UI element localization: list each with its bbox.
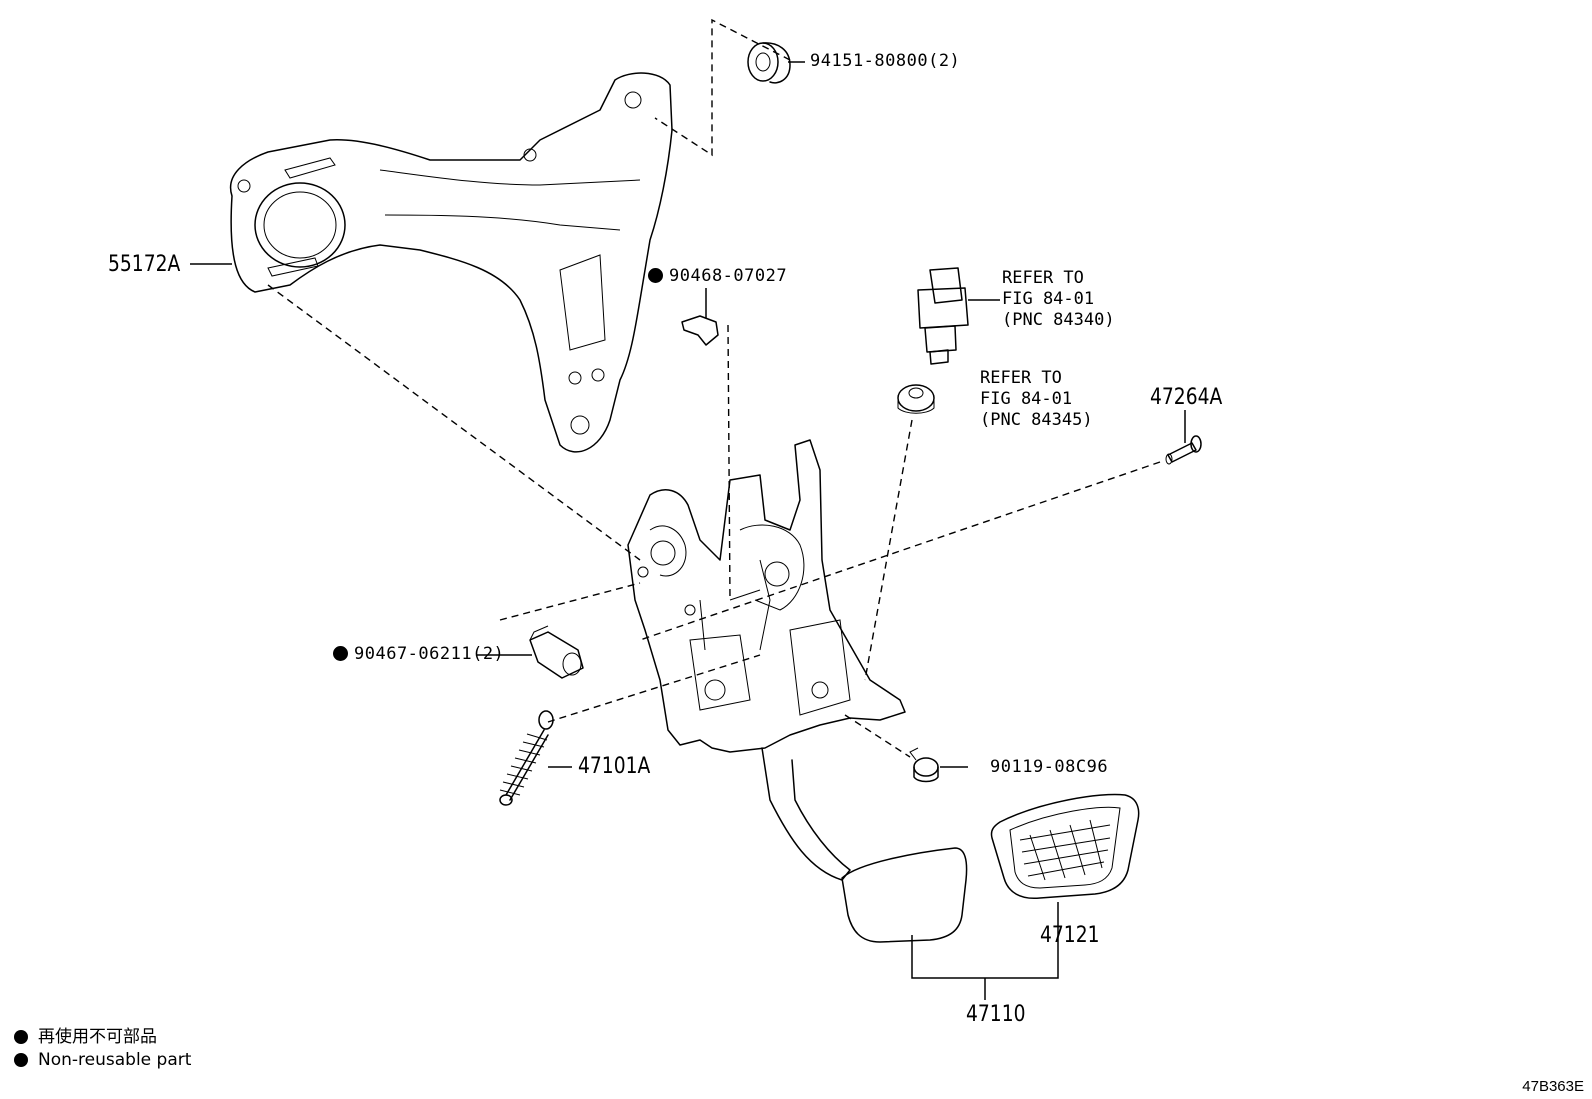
legend-english: Non-reusable part [14, 1050, 191, 1070]
reference-note-switch: REFER TO FIG 84-01 (PNC 84340) [1002, 268, 1115, 330]
part-label-spring: 47101A [578, 754, 651, 779]
part-label-bolt: 90119-08C96 [990, 757, 1109, 777]
bushing-drawing [747, 42, 791, 84]
illustration-code: 47B363E [1522, 1078, 1584, 1095]
reference-note-cushion: REFER TO FIG 84-01 (PNC 84345) [980, 368, 1093, 430]
pedal-drawing [841, 847, 968, 943]
part-label-nut: 90467-06211(2) [333, 646, 504, 663]
assembly-lines [267, 18, 1161, 758]
leader-lines [190, 61, 1186, 1000]
part-label-bushing: 94151-80800(2) [810, 51, 961, 71]
pad-drawing [990, 793, 1140, 900]
part-number-nut: 90467-06211(2) [354, 644, 505, 664]
part-label-bracket: 55172A [108, 252, 181, 277]
pedal-support-drawing [627, 439, 906, 881]
legend-japanese: 再使用不可部品 [14, 1022, 157, 1047]
legend-japanese-text: 再使用不可部品 [38, 1027, 157, 1047]
part-number-clip: 90468-07027 [669, 266, 788, 286]
cushion-drawing [897, 384, 935, 414]
part-label-pedal-assy: 47110 [966, 1002, 1026, 1027]
non-reusable-marker-icon [14, 1030, 28, 1044]
spring-drawing [499, 710, 554, 806]
bracket-drawing [229, 72, 673, 453]
legend-english-text: Non-reusable part [38, 1050, 192, 1070]
switch-drawing [917, 267, 969, 365]
nut-drawing [529, 625, 584, 679]
non-reusable-marker-icon [14, 1053, 28, 1067]
part-label-pin: 47264A [1150, 385, 1223, 410]
clip-drawing [681, 315, 719, 346]
non-reusable-marker-icon [333, 646, 348, 661]
pin-drawing [1165, 435, 1202, 465]
bolt-drawing [909, 747, 939, 783]
part-label-clip: 90468-07027 [648, 268, 787, 285]
non-reusable-marker-icon [648, 268, 663, 283]
part-label-pad: 47121 [1040, 923, 1100, 948]
